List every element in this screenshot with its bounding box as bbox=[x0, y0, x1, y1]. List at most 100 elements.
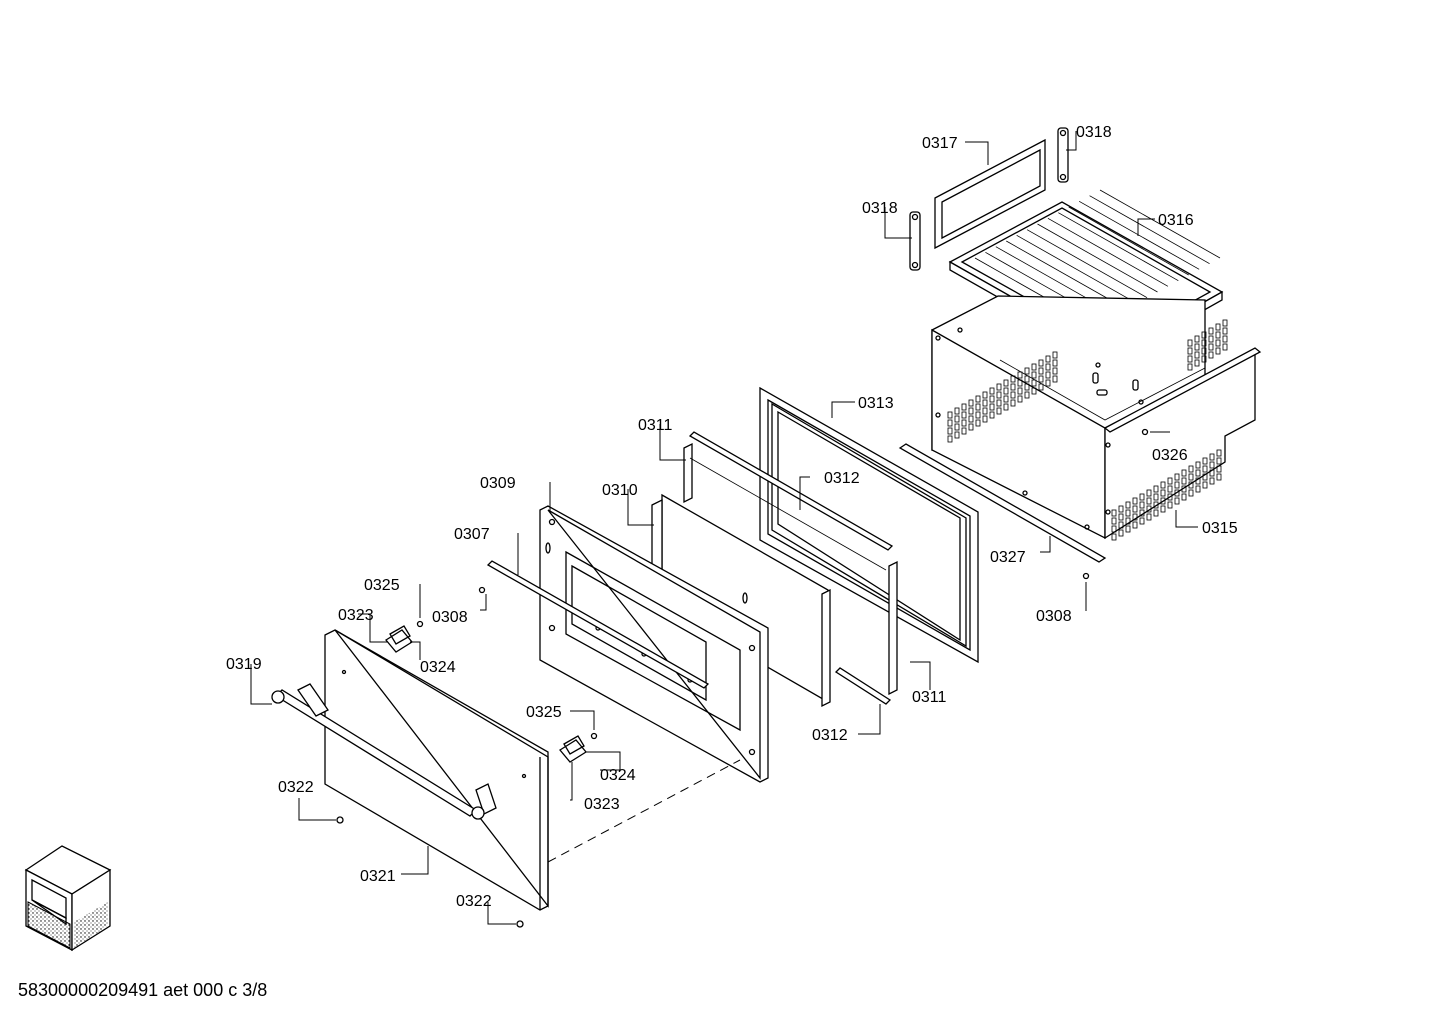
vent-slot bbox=[1222, 319, 1228, 327]
vent-slot bbox=[1125, 525, 1131, 533]
callout-0318-left: 0318 bbox=[862, 200, 898, 217]
vent-slot bbox=[1174, 497, 1180, 505]
vent-slot bbox=[1215, 323, 1221, 331]
callout-0322-lower: 0322 bbox=[456, 893, 492, 910]
vent-slot bbox=[982, 407, 988, 415]
vent-slot bbox=[1111, 533, 1117, 541]
callout-0323-lower: 0323 bbox=[584, 796, 620, 813]
part-screws bbox=[336, 428, 1149, 928]
vent-slot bbox=[1202, 465, 1208, 473]
vent-slot bbox=[975, 419, 981, 427]
vent-slot bbox=[1202, 473, 1208, 481]
vent-slot bbox=[1216, 449, 1222, 457]
vent-slot bbox=[996, 407, 1002, 415]
vent-slot bbox=[1038, 383, 1044, 391]
vent-slot bbox=[1045, 371, 1051, 379]
vent-slot bbox=[1010, 399, 1016, 407]
callout-0307: 0307 bbox=[454, 526, 490, 543]
vent-slot bbox=[1146, 489, 1152, 497]
vent-slot bbox=[1195, 477, 1201, 485]
vent-slot bbox=[1208, 327, 1214, 335]
vent-slot bbox=[975, 411, 981, 419]
part-strip-0311-right bbox=[888, 560, 898, 696]
callout-0316: 0316 bbox=[1158, 212, 1194, 229]
vent-slot bbox=[1160, 489, 1166, 497]
part-strip-0312-upper bbox=[689, 457, 887, 571]
vent-slot bbox=[1167, 477, 1173, 485]
rack-slat bbox=[1047, 217, 1169, 287]
vent-slot bbox=[954, 415, 960, 423]
vent-slot bbox=[1188, 465, 1194, 473]
callout-0308-right: 0308 bbox=[1036, 608, 1072, 625]
vent-slot bbox=[1052, 359, 1058, 367]
rack-slat bbox=[1058, 212, 1179, 282]
vent-slot bbox=[1188, 489, 1194, 497]
vent-slot bbox=[1202, 481, 1208, 489]
vent-slot bbox=[1024, 375, 1030, 383]
callout-0327: 0327 bbox=[990, 549, 1026, 566]
part-drawer-body bbox=[931, 295, 1262, 541]
rack-slat bbox=[1026, 229, 1148, 299]
callout-0326: 0326 bbox=[1152, 447, 1188, 464]
part-hinge-upper bbox=[385, 625, 413, 653]
vent-slot bbox=[1194, 335, 1200, 343]
vent-slot bbox=[1132, 513, 1138, 521]
vent-slot bbox=[1216, 473, 1222, 481]
part-strip-0312-lower bbox=[834, 667, 892, 705]
part-front-panel bbox=[324, 629, 549, 911]
vent-slot bbox=[1153, 485, 1159, 493]
vent-slot bbox=[1201, 331, 1207, 339]
vent-slot bbox=[1174, 473, 1180, 481]
vent-slot bbox=[1216, 457, 1222, 465]
part-hinge-lower bbox=[559, 735, 587, 763]
vent-slot bbox=[968, 423, 974, 431]
vent-slot bbox=[1222, 327, 1228, 335]
vent-slot bbox=[1216, 465, 1222, 473]
vent-slot bbox=[1208, 351, 1214, 359]
vent-slot bbox=[1010, 375, 1016, 383]
vent-slot bbox=[1187, 339, 1193, 347]
vent-slot bbox=[947, 419, 953, 427]
callout-0322-upper: 0322 bbox=[278, 779, 314, 796]
vent-slot bbox=[1201, 355, 1207, 363]
vent-slot bbox=[961, 419, 967, 427]
vent-slot bbox=[1195, 485, 1201, 493]
vent-slot bbox=[954, 431, 960, 439]
vent-slot bbox=[1201, 347, 1207, 355]
vent-slot bbox=[1209, 469, 1215, 477]
vent-slot bbox=[996, 399, 1002, 407]
part-strip-0307 bbox=[486, 560, 710, 689]
vent-slot bbox=[1139, 501, 1145, 509]
vent-slot bbox=[1118, 521, 1124, 529]
vent-slot bbox=[1167, 501, 1173, 509]
part-strip-0327 bbox=[898, 443, 1107, 563]
rack-slat bbox=[1037, 223, 1158, 293]
vent-slot bbox=[982, 391, 988, 399]
assembly-guide-line bbox=[547, 759, 741, 863]
callout-0325-upper: 0325 bbox=[364, 577, 400, 594]
callout-0311-top: 0311 bbox=[638, 417, 673, 434]
vent-slot bbox=[1222, 335, 1228, 343]
vent-slot bbox=[1209, 453, 1215, 461]
part-side-clip-left bbox=[909, 211, 921, 271]
vent-slot bbox=[1139, 493, 1145, 501]
vent-slot bbox=[1038, 367, 1044, 375]
callout-0317: 0317 bbox=[922, 135, 958, 152]
callout-0319: 0319 bbox=[226, 656, 262, 673]
vent-slot bbox=[1017, 379, 1023, 387]
vent-slot bbox=[1111, 525, 1117, 533]
vent-slot bbox=[968, 399, 974, 407]
vent-slot bbox=[1003, 395, 1009, 403]
vent-slot bbox=[1153, 501, 1159, 509]
vent-slot bbox=[1194, 351, 1200, 359]
vent-slot bbox=[1146, 497, 1152, 505]
vent-slot bbox=[961, 411, 967, 419]
callout-0324-upper: 0324 bbox=[420, 659, 456, 676]
vent-slot bbox=[1194, 359, 1200, 367]
vent-slot bbox=[989, 395, 995, 403]
vent-slot bbox=[1031, 379, 1037, 387]
vent-slot bbox=[1118, 505, 1124, 513]
vent-slot bbox=[975, 395, 981, 403]
callout-0318-top: 0318 bbox=[1076, 124, 1112, 141]
